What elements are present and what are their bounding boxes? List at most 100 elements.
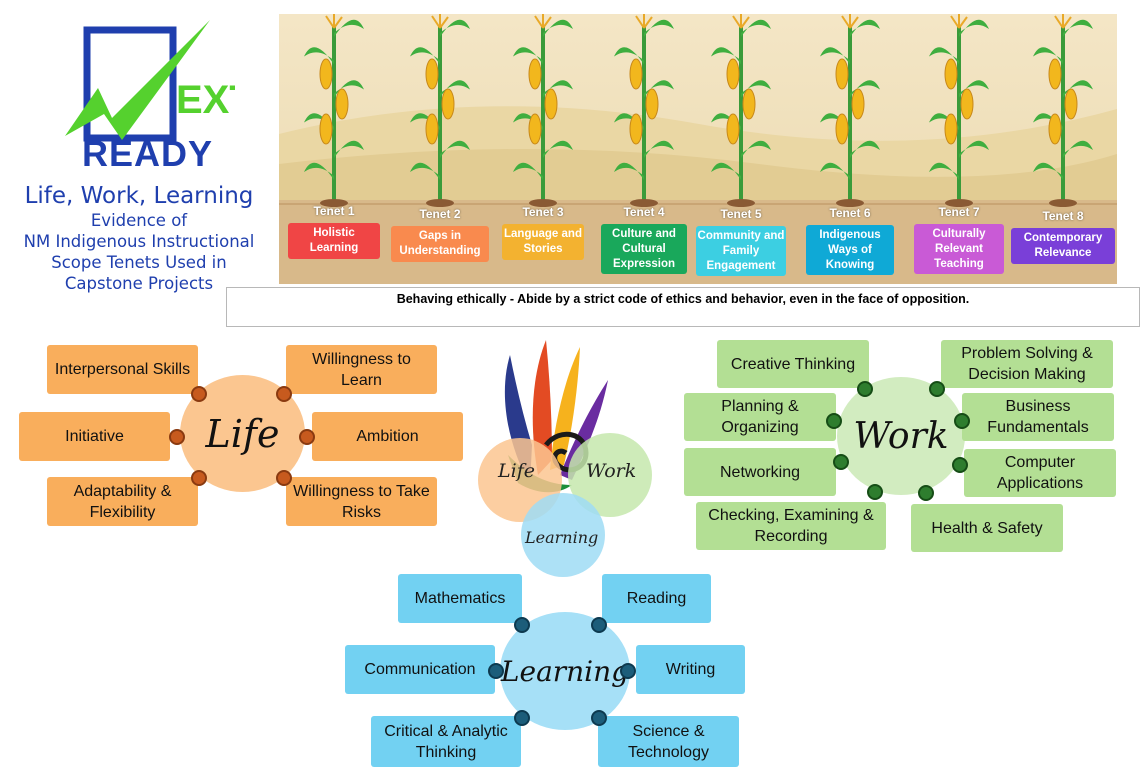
tenet-number: Tenet 8 [1042, 209, 1084, 223]
venn-work-label: Work [586, 460, 636, 482]
life-connector-dot [191, 386, 207, 402]
tenet-number: Tenet 2 [419, 207, 461, 221]
work-connector-dot [929, 381, 945, 397]
corn-stalk [513, 14, 573, 207]
corn-stalk [304, 14, 364, 207]
work-item-computer-applications: Computer Applications [964, 449, 1116, 497]
title-main: Life, Work, Learning [24, 183, 254, 209]
tenet-label: Community and Family Engagement [696, 226, 786, 276]
work-item-creative-thinking: Creative Thinking [717, 340, 869, 388]
life-item-ambition: Ambition [312, 412, 463, 461]
learning-item-label: Science & Technology [628, 722, 709, 761]
work-connector-dot [833, 454, 849, 470]
page-title: Life, Work, Learning Evidence of NM Indi… [8, 183, 270, 294]
work-connector-dot [952, 457, 968, 473]
life-hub-label: Life [205, 411, 280, 456]
venn-work-circle [568, 433, 652, 517]
learning-item-science-technology: Science & Technology [598, 716, 739, 767]
tenet-label: Culturally Relevant Teaching [914, 224, 1004, 274]
learning-item-label: Mathematics [414, 590, 506, 607]
title-line: Evidence of [90, 211, 188, 230]
life-item-label: Willingness to Take Risks [293, 482, 430, 521]
tenet-number: Tenet 3 [522, 205, 564, 219]
work-item-planning-organizing: Planning & Organizing [684, 393, 836, 441]
tenet-number: Tenet 5 [720, 207, 762, 221]
work-item-label: Planning & Organizing [721, 398, 799, 436]
life-connector-dot [299, 429, 315, 445]
learning-item-label: Critical & Analytic Thinking [384, 722, 508, 761]
life-connector-dot [169, 429, 185, 445]
quote-box: Behaving ethically - Abide by a strict c… [226, 287, 1140, 327]
tenet-number: Tenet 6 [829, 206, 871, 220]
work-item-label: Networking [719, 463, 801, 481]
tenet-label: Indigenous Ways of Knowing [806, 225, 894, 275]
corn-stalk [1033, 14, 1093, 207]
learning-connector-dot [620, 663, 636, 679]
learning-item-writing: Writing [636, 645, 745, 694]
tenet-label: Gaps in Understanding [391, 226, 489, 262]
learning-item-critical-analytic-thinking: Critical & Analytic Thinking [371, 716, 521, 767]
learning-connector-dot [488, 663, 504, 679]
work-item-label: Creative Thinking [730, 355, 856, 373]
corn-stalk [929, 14, 989, 207]
svg-text:EXT: EXT [176, 78, 235, 122]
learning-connector-dot [591, 710, 607, 726]
tenet-number: Tenet 7 [938, 205, 980, 219]
title-line: Scope Tenets Used in [51, 253, 227, 272]
learning-item-label: Reading [626, 590, 687, 607]
work-item-networking: Networking [684, 448, 836, 496]
work-connector-dot [867, 484, 883, 500]
svg-text:READY: READY [82, 133, 213, 173]
work-item-problem-solving: Problem Solving & Decision Making [941, 340, 1113, 388]
tenets-banner: Tenet 1 Holistic Learning Tenet 2 Gaps in U… [279, 14, 1117, 284]
work-item-business-fundamentals: Business Fundamentals [962, 393, 1114, 441]
learning-item-label: Writing [665, 661, 716, 678]
life-item-adaptability-flexibility: Adaptability & Flexibility [47, 477, 198, 526]
tenet-number: Tenet 4 [623, 205, 665, 219]
learning-item-label: Communication [364, 661, 476, 678]
work-item-label: Computer Applications [996, 454, 1084, 492]
tenet-label: Contemporary Relevance [1011, 228, 1115, 264]
work-item-label: Checking, Examining & Recording [708, 507, 874, 545]
tenet-label: Holistic Learning [288, 223, 380, 259]
work-item-label: Health & Safety [931, 519, 1043, 537]
learning-item-communication: Communication [345, 645, 495, 694]
work-item-label: Problem Solving & Decision Making [961, 345, 1093, 383]
work-hub-label: Work [853, 415, 949, 457]
learning-hub-label: Learning [500, 654, 630, 688]
title-line: Capstone Projects [64, 274, 214, 293]
venn-life-label: Life [497, 460, 535, 482]
life-item-label: Interpersonal Skills [54, 361, 191, 378]
life-item-label: Ambition [356, 428, 419, 445]
learning-connector-dot [514, 710, 530, 726]
tenet-number: Tenet 1 [313, 204, 355, 218]
corn-stalk [711, 14, 771, 207]
work-connector-dot [857, 381, 873, 397]
tenet-label: Culture and Cultural Expression [601, 224, 687, 274]
corn-stalk [410, 14, 470, 207]
work-item-label: Business Fundamentals [987, 398, 1089, 436]
work-item-health-safety: Health & Safety [911, 504, 1063, 552]
life-item-label: Willingness to Learn [312, 350, 411, 389]
learning-item-reading: Reading [602, 574, 711, 623]
learning-item-mathematics: Mathematics [398, 574, 522, 623]
life-connector-dot [191, 470, 207, 486]
life-connector-dot [276, 470, 292, 486]
tenet-label: Language and Stories [502, 224, 584, 260]
life-item-label: Adaptability & Flexibility [73, 482, 172, 521]
life-connector-dot [276, 386, 292, 402]
venn-learning-circle [521, 493, 605, 577]
life-item-willingness-to-take-risks: Willingness to Take Risks [286, 477, 437, 526]
venn-learning-label: Learning [524, 528, 598, 547]
quote-text: Behaving ethically - Abide by a strict c… [396, 292, 970, 306]
life-item-willingness-to-learn: Willingness to Learn [286, 345, 437, 394]
corn-stalk [614, 14, 674, 207]
life-work-learning-venn: Life Work Learning [478, 340, 652, 577]
learning-connector-dot [591, 617, 607, 633]
life-item-interpersonal-skills: Interpersonal Skills [47, 345, 198, 394]
title-line: NM Indigenous Instructional [23, 232, 255, 251]
work-connector-dot [954, 413, 970, 429]
work-connector-dot [918, 485, 934, 501]
work-connector-dot [826, 413, 842, 429]
life-item-label: Initiative [65, 428, 124, 445]
